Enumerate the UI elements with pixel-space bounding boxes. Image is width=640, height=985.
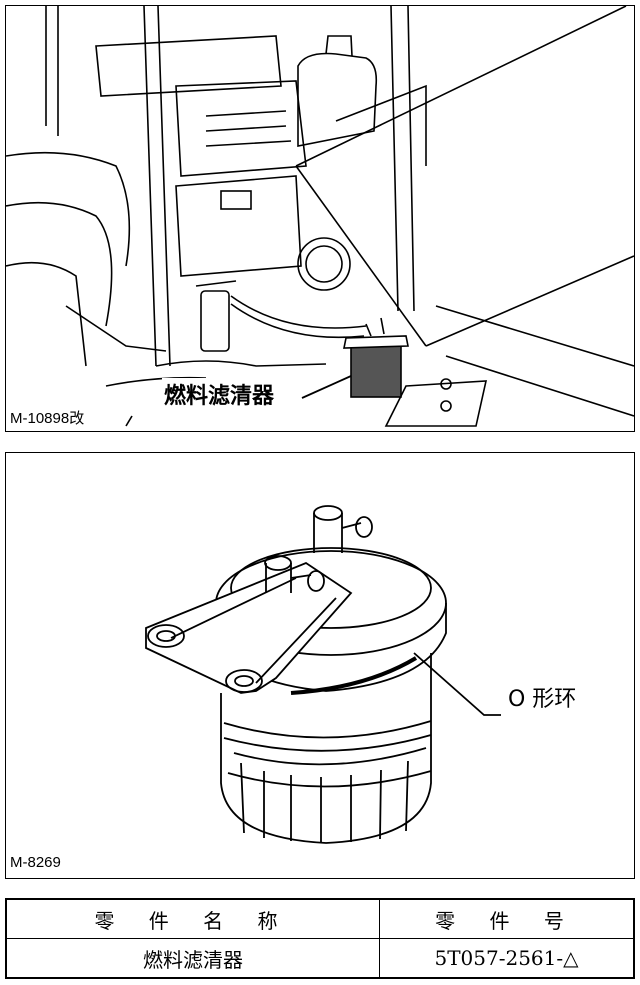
table-header-row: 零 件 名 称 零 件 号 (5, 898, 635, 939)
part-name-cell: 燃料滤清器 (5, 938, 380, 979)
engine-bay-figure: 燃料滤清器 M-10898改 (5, 5, 635, 432)
fuel-filter-drawing (145, 505, 501, 844)
part-number-cell: 5T057-2561-△ (379, 938, 635, 979)
parts-table: 零 件 名 称 零 件 号 燃料滤清器 5T057-2561-△ (5, 898, 635, 979)
part-number-header: 零 件 号 (379, 898, 635, 939)
figure-code: M-10898改 (10, 410, 85, 427)
o-ring-callout: O 形环 (506, 681, 579, 713)
fuel-filter-detail-figure: O 形环 M-8269 (5, 452, 635, 879)
table-row: 燃料滤清器 5T057-2561-△ (5, 938, 635, 979)
fuel-filter-callout: 燃料滤清器 (162, 378, 277, 410)
engine-bay-drawing (6, 6, 634, 427)
figure-code: M-8269 (10, 854, 61, 871)
part-name-header: 零 件 名 称 (5, 898, 380, 939)
